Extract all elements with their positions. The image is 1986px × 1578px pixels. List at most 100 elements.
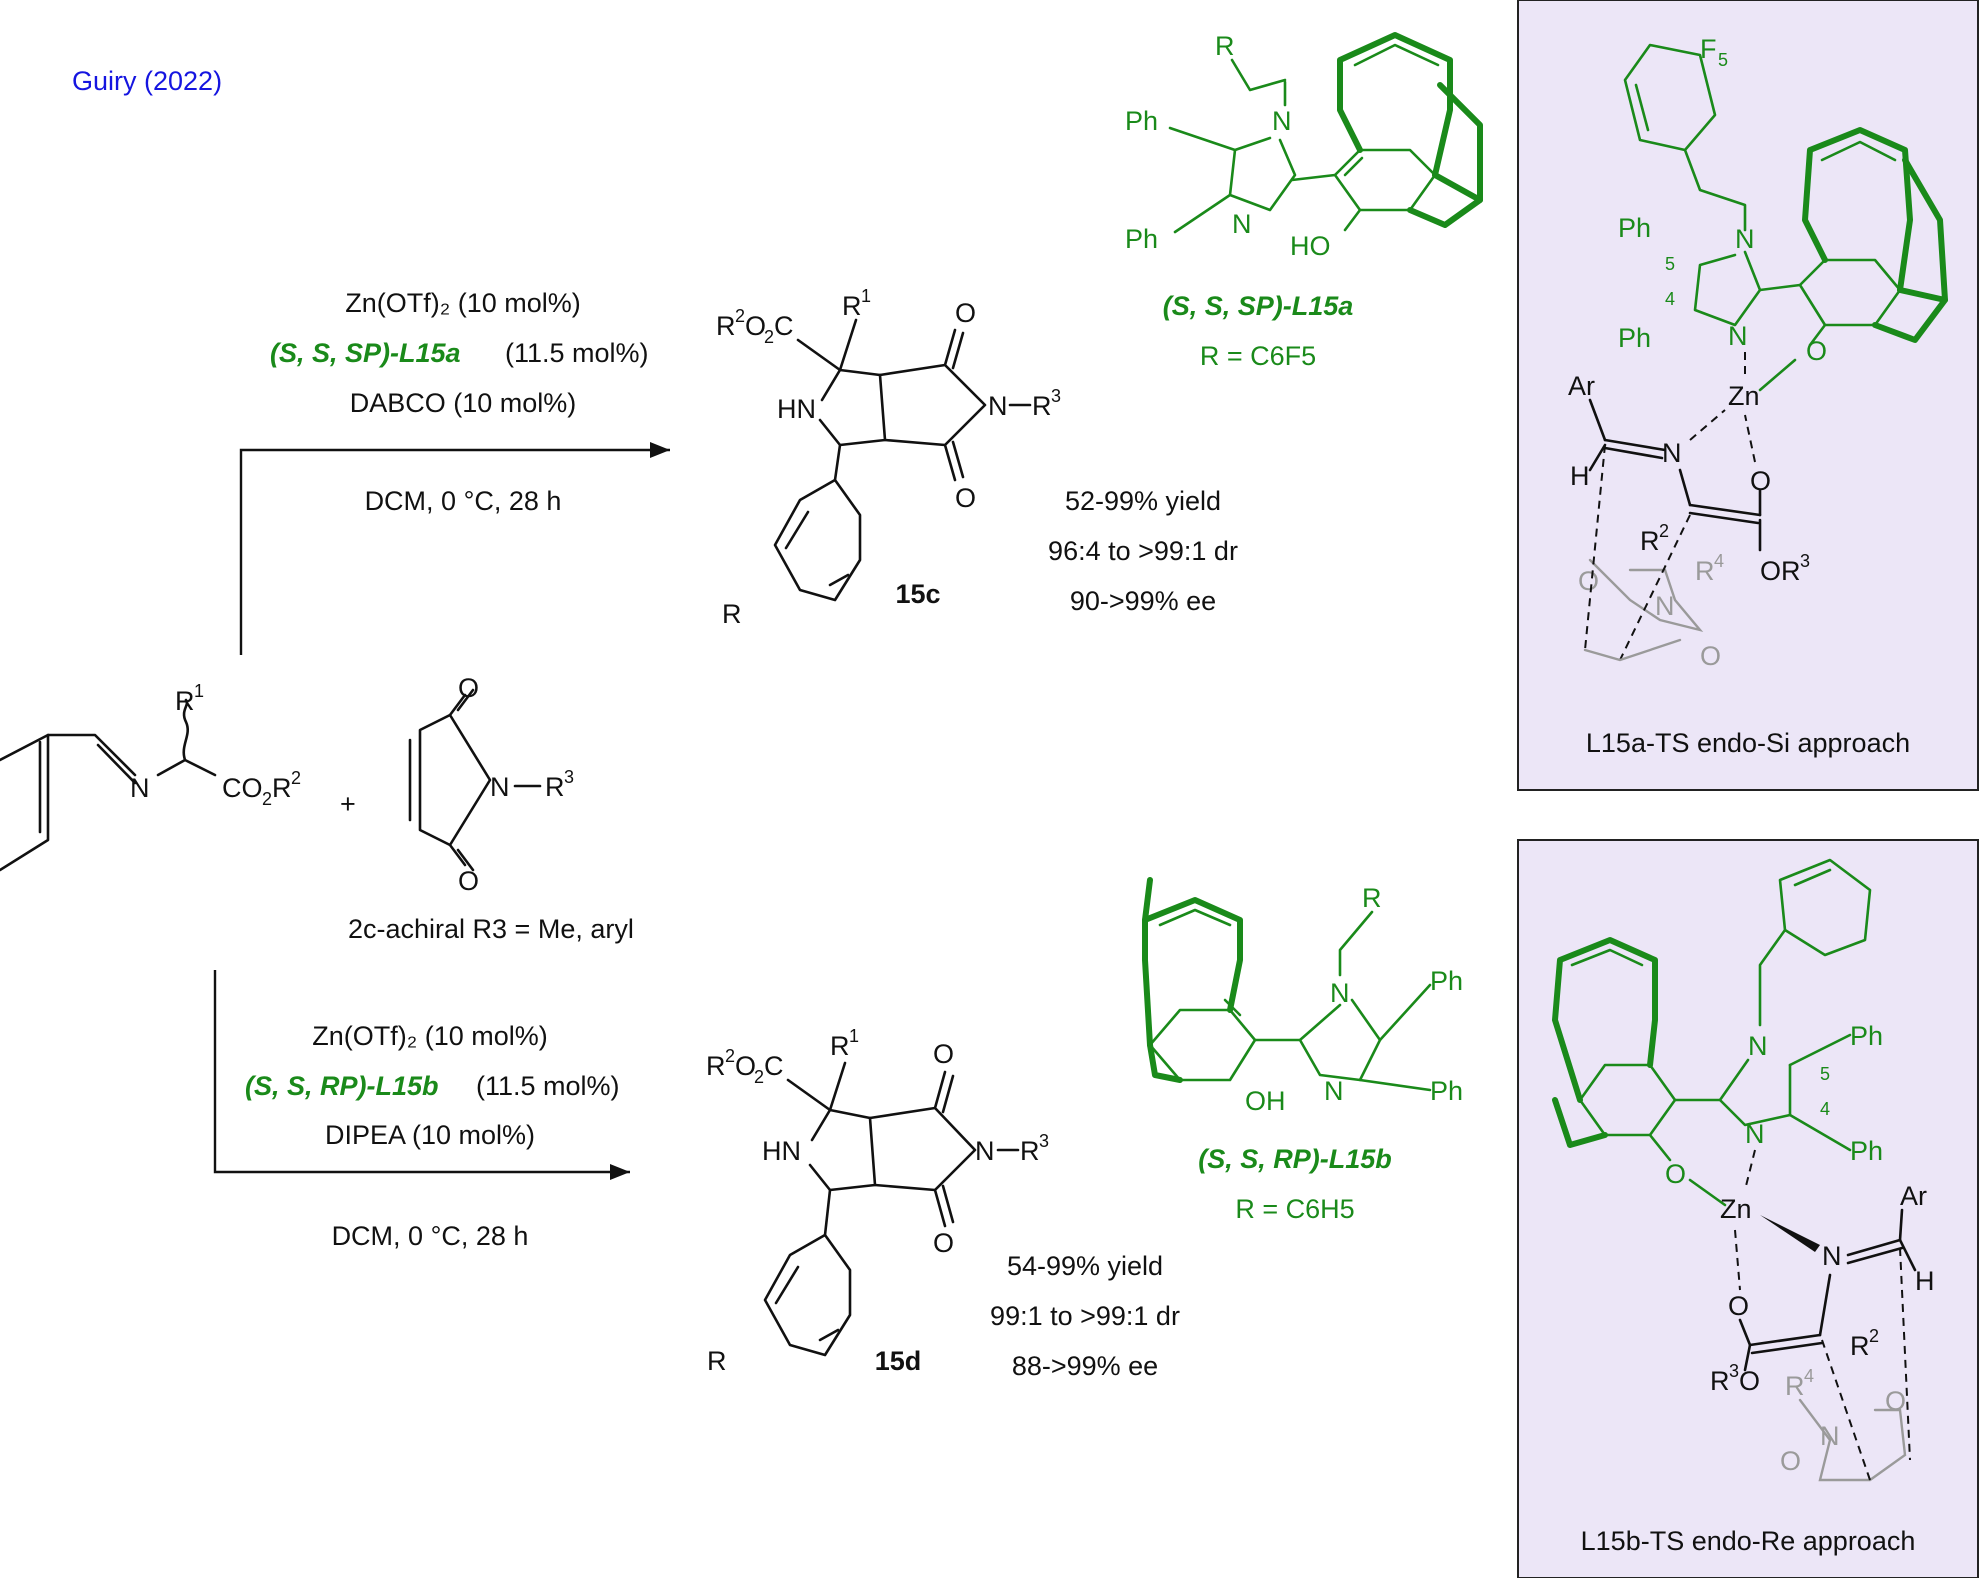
- svg-text:2: 2: [764, 327, 774, 347]
- top-cond-ligand: (S, S, SP)-L15a: [270, 338, 461, 368]
- svg-text:Ph: Ph: [1125, 106, 1158, 136]
- svg-text:O: O: [1728, 1291, 1749, 1321]
- svg-text:R: R: [1362, 883, 1382, 913]
- svg-text:3: 3: [1729, 1361, 1739, 1381]
- product-15c-yield: 52-99% yield: [1065, 486, 1221, 516]
- svg-text:Ph: Ph: [1125, 224, 1158, 254]
- svg-text:1: 1: [861, 286, 871, 306]
- svg-text:HN: HN: [777, 394, 816, 424]
- svg-text:2: 2: [725, 1046, 735, 1066]
- svg-text:O: O: [745, 311, 766, 341]
- svg-text:Ph: Ph: [1430, 966, 1463, 996]
- svg-text:N: N: [1330, 978, 1350, 1008]
- bottom-cond-base: DIPEA (10 mol%): [325, 1120, 535, 1150]
- ligand-l15a-r: R = C6F5: [1200, 341, 1316, 371]
- svg-text:OR: OR: [1760, 556, 1801, 586]
- svg-text:N: N: [988, 391, 1008, 421]
- svg-text:O: O: [1885, 1386, 1906, 1416]
- svg-text:4: 4: [1714, 551, 1724, 571]
- svg-text:HO: HO: [1290, 231, 1331, 261]
- ligand-l15a-name: (S, S, SP)-L15a: [1163, 291, 1354, 321]
- svg-text:C: C: [774, 311, 794, 341]
- svg-text:3: 3: [1039, 1131, 1049, 1151]
- svg-text:3: 3: [1051, 386, 1061, 406]
- svg-text:O: O: [933, 1228, 954, 1258]
- svg-text:3: 3: [564, 767, 574, 787]
- ts-panel-top: [1517, 0, 1979, 791]
- svg-text:2: 2: [1659, 521, 1669, 541]
- svg-text:N: N: [130, 773, 150, 803]
- svg-text:5: 5: [1718, 50, 1728, 70]
- citation: Guiry (2022): [72, 66, 222, 96]
- svg-text:N: N: [1662, 438, 1682, 468]
- svg-text:Ph: Ph: [1850, 1136, 1883, 1166]
- svg-text:N: N: [490, 772, 510, 802]
- top-cond-solvent: DCM, 0 °C, 28 h: [365, 486, 562, 516]
- svg-text:O: O: [1780, 1446, 1801, 1476]
- ts-top-caption: L15a-TS endo-Si approach: [1586, 728, 1910, 758]
- svg-text:5: 5: [1820, 1064, 1830, 1084]
- svg-text:2: 2: [291, 768, 301, 788]
- top-cond-loading: (11.5 mol%): [505, 338, 649, 368]
- svg-text:Ph: Ph: [1618, 323, 1651, 353]
- ligand-l15b-name: (S, S, RP)-L15b: [1198, 1144, 1392, 1174]
- svg-text:3: 3: [1800, 551, 1810, 571]
- product-15c-ee: 90->99% ee: [1070, 586, 1216, 616]
- svg-text:N: N: [1820, 1421, 1840, 1451]
- svg-text:2: 2: [754, 1067, 764, 1087]
- svg-text:OH: OH: [1245, 1086, 1286, 1116]
- arrow-top: [239, 448, 670, 655]
- svg-text:Ph: Ph: [1430, 1076, 1463, 1106]
- svg-text:+: +: [340, 789, 356, 819]
- svg-text:R: R: [175, 686, 195, 716]
- svg-text:Ar: Ar: [1900, 1181, 1927, 1211]
- svg-text:O: O: [955, 483, 976, 513]
- svg-text:R: R: [1695, 556, 1715, 586]
- svg-text:1: 1: [194, 681, 204, 701]
- svg-text:N: N: [1232, 209, 1252, 239]
- svg-text:O: O: [1750, 466, 1771, 496]
- svg-text:O: O: [1665, 1159, 1686, 1189]
- svg-text:N: N: [1324, 1076, 1344, 1106]
- svg-text:O: O: [458, 866, 479, 896]
- svg-text:O: O: [1806, 336, 1827, 366]
- svg-text:Ph: Ph: [1850, 1021, 1883, 1051]
- svg-text:O: O: [735, 1051, 756, 1081]
- svg-text:N: N: [1822, 1241, 1842, 1271]
- svg-text:R: R: [722, 599, 742, 629]
- ligand-l15a-structure: R N N Ph Ph HO: [1125, 31, 1483, 261]
- svg-text:Zn: Zn: [1720, 1194, 1752, 1224]
- svg-text:R: R: [1215, 31, 1235, 61]
- svg-text:N: N: [1745, 1119, 1765, 1149]
- svg-text:R: R: [830, 1031, 850, 1061]
- svg-text:Ph: Ph: [1618, 213, 1651, 243]
- svg-text:HN: HN: [762, 1136, 801, 1166]
- svg-text:O: O: [1739, 1366, 1760, 1396]
- svg-text:Zn: Zn: [1728, 381, 1760, 411]
- svg-text:O: O: [933, 1039, 954, 1069]
- svg-text:R: R: [1032, 391, 1052, 421]
- ligand-l15b-structure: R N N Ph Ph OH: [1142, 877, 1463, 1116]
- svg-text:R: R: [1850, 1331, 1870, 1361]
- ts-bottom-caption: L15b-TS endo-Re approach: [1581, 1526, 1916, 1556]
- svg-text:R: R: [1640, 526, 1660, 556]
- svg-text:N: N: [1735, 224, 1755, 254]
- svg-text:1: 1: [849, 1026, 859, 1046]
- svg-text:H: H: [1915, 1266, 1935, 1296]
- svg-text:N: N: [1272, 106, 1292, 136]
- svg-text:CO: CO: [222, 773, 263, 803]
- svg-text:4: 4: [1804, 1366, 1814, 1386]
- svg-text:C: C: [764, 1051, 784, 1081]
- svg-text:N: N: [1655, 591, 1675, 621]
- top-cond-base: DABCO (10 mol%): [350, 388, 577, 418]
- svg-text:2: 2: [735, 306, 745, 326]
- svg-text:R: R: [1710, 1366, 1730, 1396]
- svg-text:R: R: [1785, 1371, 1805, 1401]
